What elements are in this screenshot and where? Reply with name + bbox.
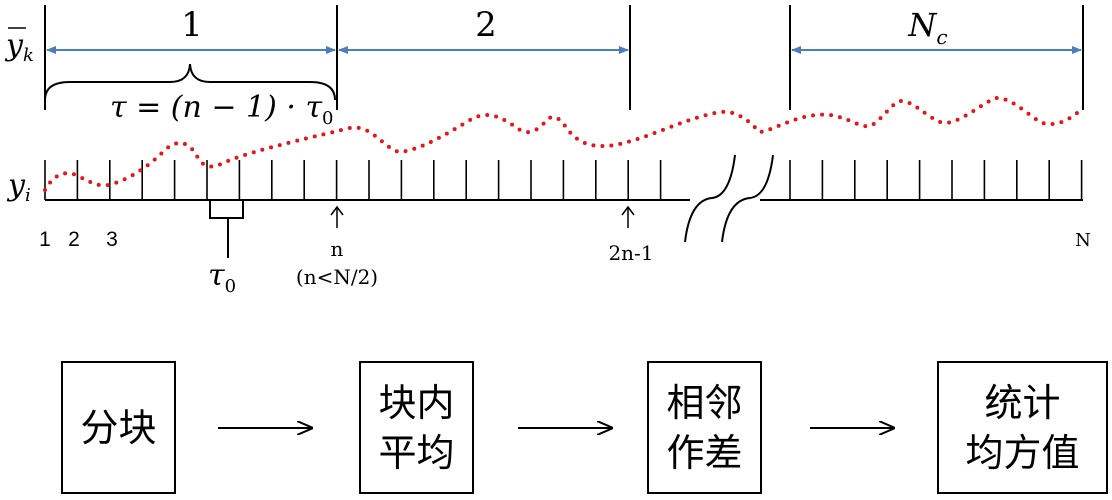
tau-formula: τ = (n − 1) · τ0 <box>110 90 334 129</box>
sample-label-3: 3 <box>106 228 118 251</box>
sample-ticks <box>44 160 1083 200</box>
n-marker <box>330 205 344 228</box>
2n-1-marker-head <box>621 205 635 216</box>
2n-1-marker <box>621 205 635 228</box>
yi-sub: i <box>25 185 31 206</box>
yi-main: y <box>6 168 26 203</box>
ybar-k-main: y <box>4 28 24 63</box>
axis-break <box>684 154 774 243</box>
flow-step-mean-square: 统计 均方值 <box>937 361 1108 494</box>
flow-step-label: 统计 均方值 <box>965 380 1080 475</box>
flow-step-partition: 分块 <box>61 361 176 494</box>
ybar-k-sub: k <box>23 45 34 66</box>
flow-step-adjacent-difference: 相邻 作差 <box>647 361 762 494</box>
n-marker-head <box>330 205 344 216</box>
2n-1-label: 2n-1 <box>608 241 653 265</box>
tau0-bracket <box>209 200 244 219</box>
flow-step-label: 相邻 作差 <box>666 380 743 475</box>
axis-break-curve-right <box>721 154 774 243</box>
tau-brace <box>44 63 336 101</box>
sample-label-2: 2 <box>68 228 80 251</box>
n-label: n <box>331 237 344 261</box>
svg-text:yk: yk <box>4 28 34 66</box>
sample-label-1: 1 <box>39 228 51 251</box>
flow-step-block-average: 块内 平均 <box>359 361 474 494</box>
block1-label: 1 <box>181 5 203 45</box>
flow-step-label: 分块 <box>80 405 157 450</box>
flow-step-label: 块内 平均 <box>378 380 455 475</box>
yi-label: yi <box>6 168 31 206</box>
block2-label: 2 <box>475 5 497 45</box>
tau0-label: τ0 <box>208 258 236 297</box>
blockNc-label: Nc <box>907 6 947 49</box>
n-condition-label: (n<N/2) <box>296 265 378 289</box>
block-boundaries <box>44 5 1084 110</box>
N-label: N <box>1075 230 1091 251</box>
axis-break-curve-left <box>684 154 736 243</box>
ybar-k-label: yk <box>4 27 34 66</box>
